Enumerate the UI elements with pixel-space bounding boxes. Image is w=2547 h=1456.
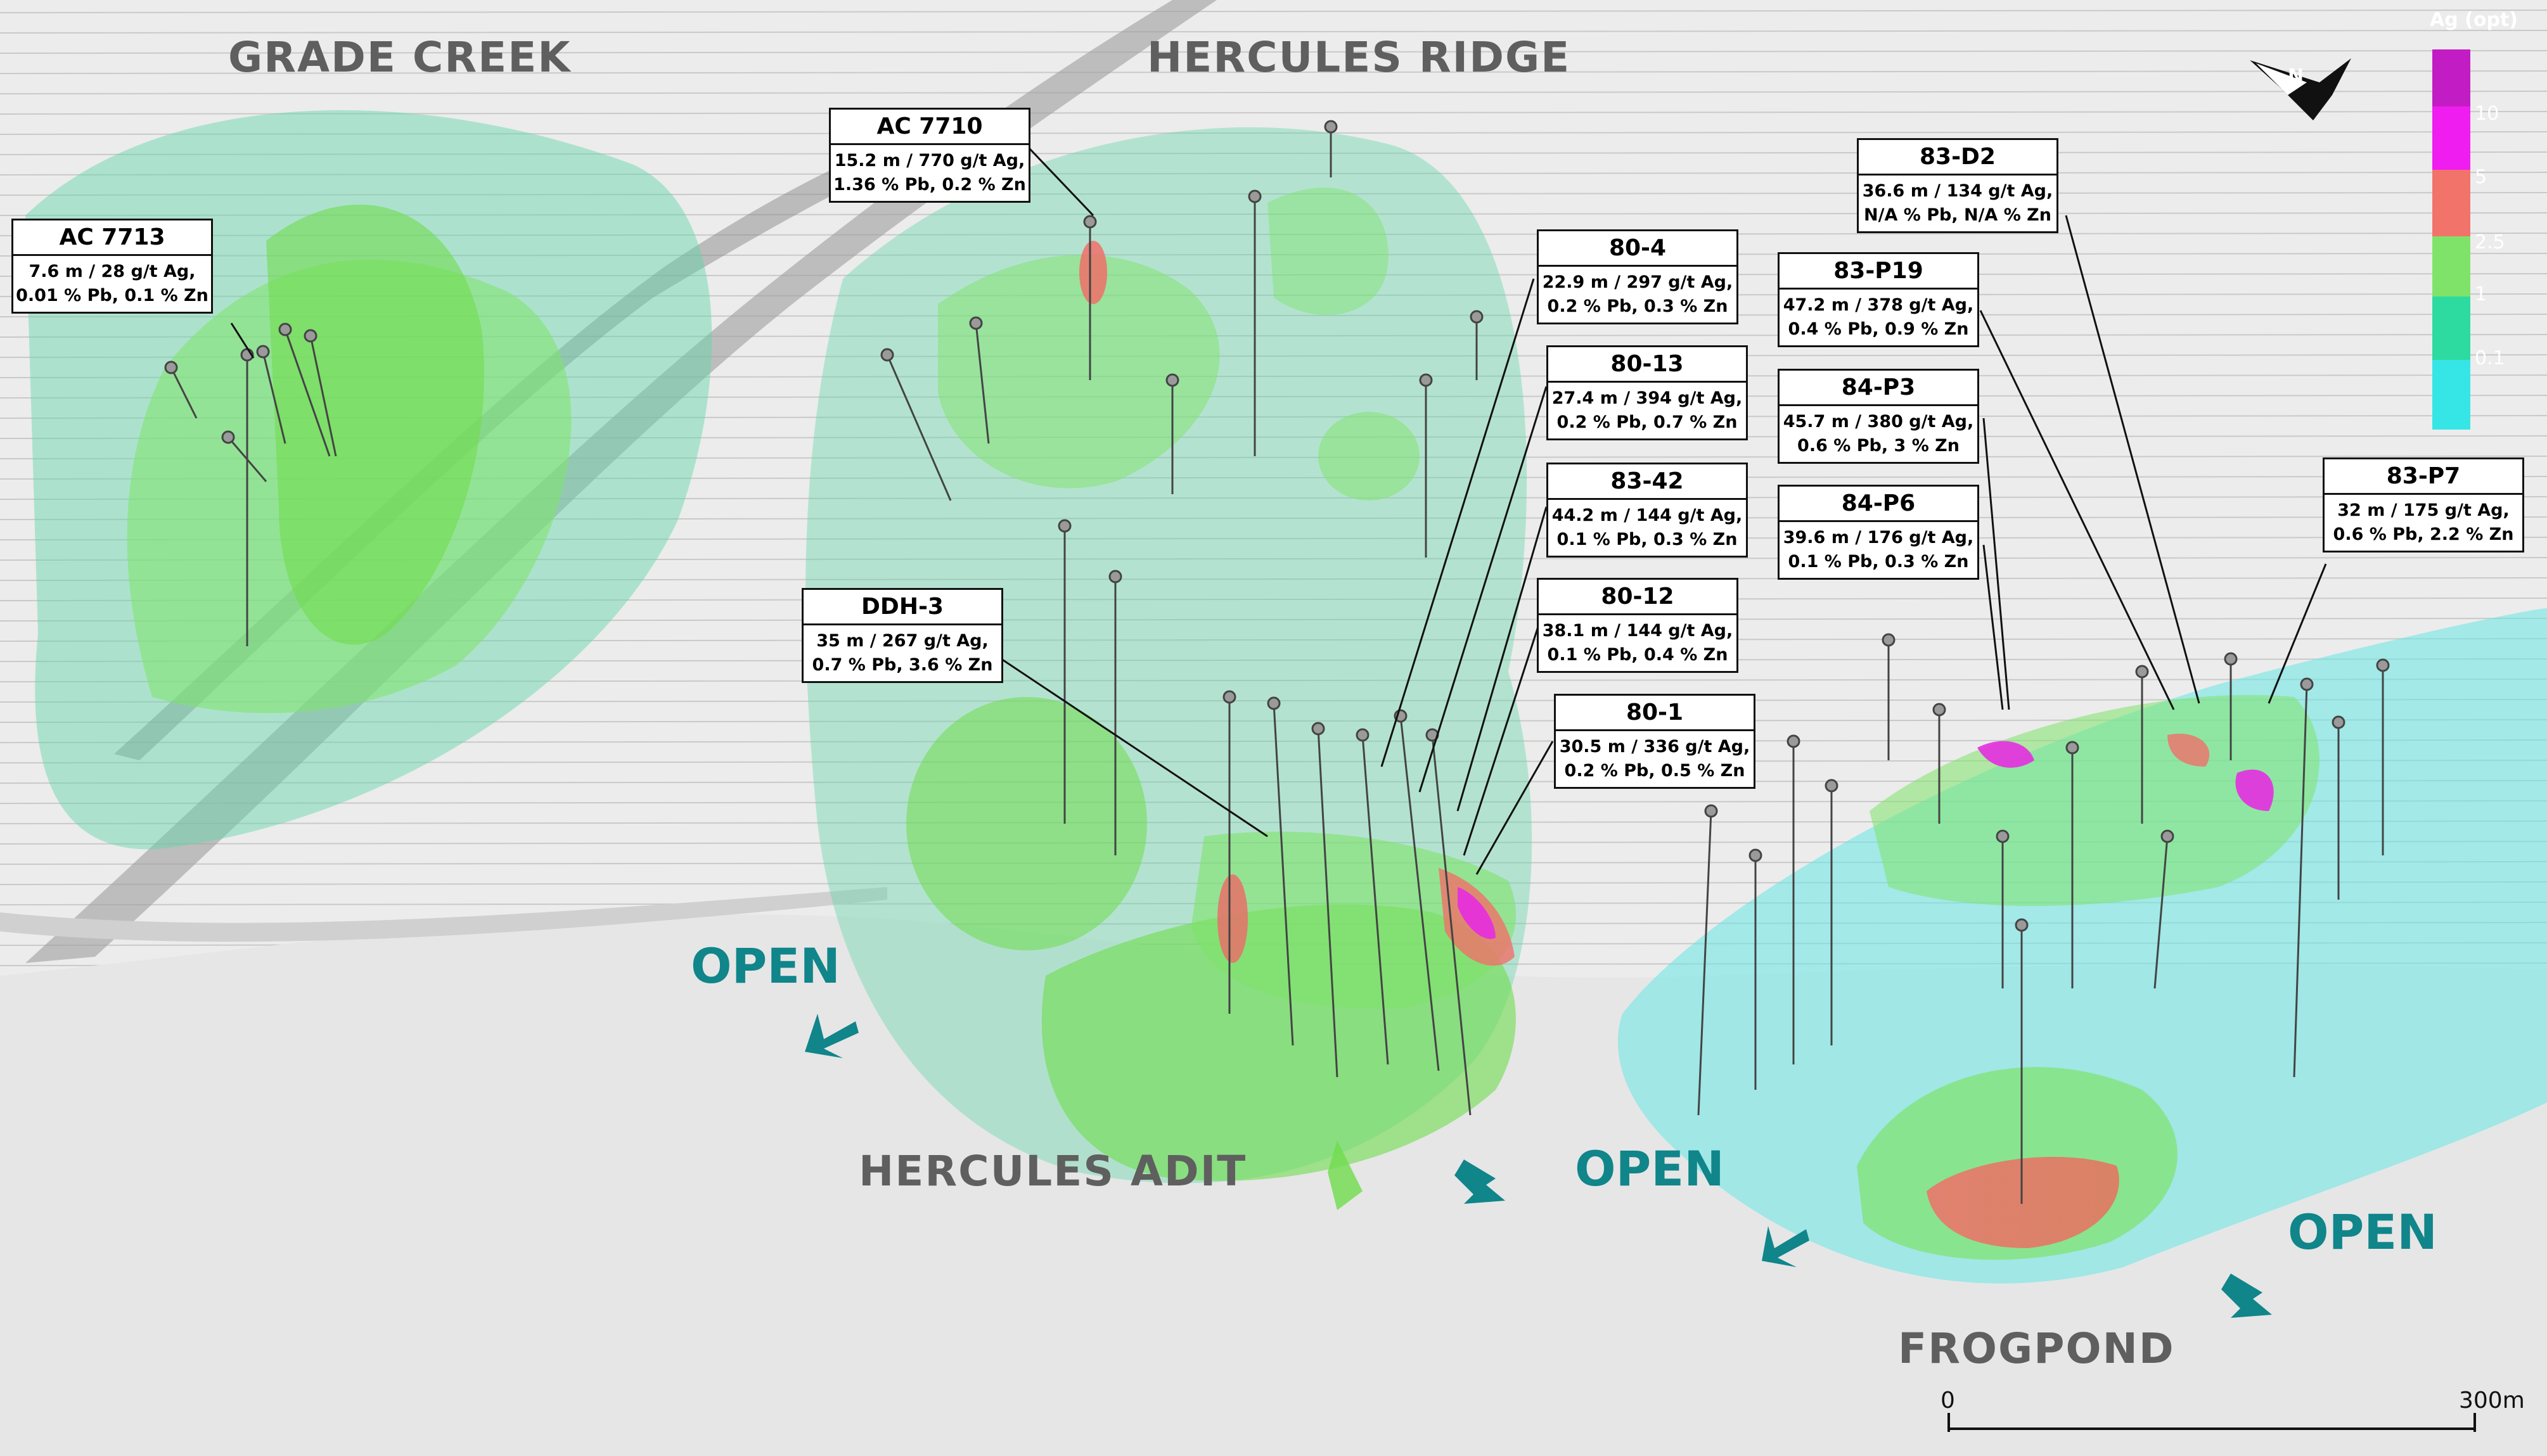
callout-title: 83-P19 (1780, 254, 1977, 290)
callout-leaders (230, 148, 2327, 875)
callout-title: AC 7713 (13, 220, 211, 256)
callout-body: 38.1 m / 144 g/t Ag,0.1 % Pb, 0.4 % Zn (1542, 621, 1733, 665)
label-hercules-adit: HERCULES ADIT (859, 1147, 1247, 1196)
callout-title: 80-13 (1548, 347, 1746, 383)
callout-title: DDH-3 (804, 590, 1001, 625)
callout-title: 80-12 (1539, 580, 1736, 615)
callout-ac-7713: AC 7713 7.6 m / 28 g/t Ag,0.01 % Pb, 0.1… (11, 219, 213, 314)
callout-body: 22.9 m / 297 g/t Ag,0.2 % Pb, 0.3 % Zn (1542, 272, 1733, 316)
open-label-east: OPEN (2288, 1204, 2437, 1260)
label-frogpond: FROGPOND (1898, 1324, 2175, 1373)
legend-tick: 5 (2475, 166, 2487, 188)
label-grade-creek: GRADE CREEK (228, 33, 572, 82)
callout-83-d2: 83-D2 36.6 m / 134 g/t Ag,N/A % Pb, N/A … (1857, 138, 2058, 233)
drill-holes (164, 120, 2390, 1204)
callout-83-42: 83-42 44.2 m / 144 g/t Ag,0.1 % Pb, 0.3 … (1546, 463, 1748, 558)
callout-body: 30.5 m / 336 g/t Ag,0.2 % Pb, 0.5 % Zn (1559, 737, 1750, 781)
frogpond-orebody (1617, 608, 2547, 1284)
callout-body: 15.2 m / 770 g/t Ag,1.36 % Pb, 0.2 % Zn (833, 151, 1026, 195)
terrain-surface (0, 0, 2547, 978)
callout-title: 80-1 (1556, 696, 1754, 731)
legend-tick: 1 (2475, 283, 2487, 305)
callout-83-p19: 83-P19 47.2 m / 378 g/t Ag,0.4 % Pb, 0.9… (1778, 252, 1979, 347)
callout-title: 83-D2 (1859, 140, 2056, 176)
callout-body: 45.7 m / 380 g/t Ag,0.6 % Pb, 3 % Zn (1783, 412, 1974, 456)
scale-end-label: 300m (2459, 1388, 2525, 1414)
direction-arrow-icon (805, 1014, 2272, 1318)
callout-84-p6: 84-P6 39.6 m / 176 g/t Ag,0.1 % Pb, 0.3 … (1778, 485, 1979, 580)
callout-title: 84-P6 (1780, 487, 1977, 522)
north-label: N (2288, 65, 2304, 87)
callout-ddh-3: DDH-3 35 m / 267 g/t Ag,0.7 % Pb, 3.6 % … (802, 588, 1003, 683)
callout-body: 7.6 m / 28 g/t Ag,0.01 % Pb, 0.1 % Zn (16, 262, 209, 305)
legend-tick: 2.5 (2475, 231, 2505, 253)
callout-80-12: 80-12 38.1 m / 144 g/t Ag,0.1 % Pb, 0.4 … (1537, 578, 1738, 673)
callout-title: AC 7710 (831, 110, 1029, 145)
scale-bar (1947, 1413, 2476, 1432)
grade-legend-bar (2432, 49, 2470, 430)
label-hercules-ridge: HERCULES RIDGE (1147, 33, 1571, 82)
legend-tick: 0.1 (2475, 347, 2505, 369)
callout-body: 32 m / 175 g/t Ag,0.6 % Pb, 2.2 % Zn (2333, 501, 2514, 544)
callout-body: 44.2 m / 144 g/t Ag,0.1 % Pb, 0.3 % Zn (1551, 506, 1743, 549)
north-arrow-icon (2250, 58, 2351, 120)
callout-80-1: 80-1 30.5 m / 336 g/t Ag,0.2 % Pb, 0.5 %… (1554, 694, 1755, 789)
callout-body: 35 m / 267 g/t Ag,0.7 % Pb, 3.6 % Zn (812, 631, 993, 675)
callout-84-p3: 84-P3 45.7 m / 380 g/t Ag,0.6 % Pb, 3 % … (1778, 369, 1979, 464)
callout-body: 47.2 m / 378 g/t Ag,0.4 % Pb, 0.9 % Zn (1783, 295, 1974, 339)
callout-body: 27.4 m / 394 g/t Ag,0.2 % Pb, 0.7 % Zn (1551, 388, 1743, 432)
callout-body: 39.6 m / 176 g/t Ag,0.1 % Pb, 0.3 % Zn (1783, 528, 1974, 572)
legend-title: Ag (opt) (2430, 9, 2518, 31)
open-label-west: OPEN (691, 938, 840, 994)
callout-title: 80-4 (1539, 231, 1736, 267)
callout-83-p7: 83-P7 32 m / 175 g/t Ag,0.6 % Pb, 2.2 % … (2323, 457, 2524, 552)
legend-tick: 10 (2475, 103, 2499, 125)
callout-title: 83-P7 (2325, 459, 2522, 495)
callout-80-13: 80-13 27.4 m / 394 g/t Ag,0.2 % Pb, 0.7 … (1546, 345, 1748, 440)
scale-start-label: 0 (1941, 1388, 1955, 1414)
callout-ac-7710: AC 7710 15.2 m / 770 g/t Ag,1.36 % Pb, 0… (829, 108, 1030, 203)
callout-80-4: 80-4 22.9 m / 297 g/t Ag,0.2 % Pb, 0.3 %… (1537, 229, 1738, 324)
hercules-orebody (805, 127, 1532, 1210)
callout-body: 36.6 m / 134 g/t Ag,N/A % Pb, N/A % Zn (1862, 181, 2053, 225)
callout-title: 84-P3 (1780, 371, 1977, 406)
callout-title: 83-42 (1548, 464, 1746, 500)
open-label-center: OPEN (1575, 1140, 1724, 1197)
